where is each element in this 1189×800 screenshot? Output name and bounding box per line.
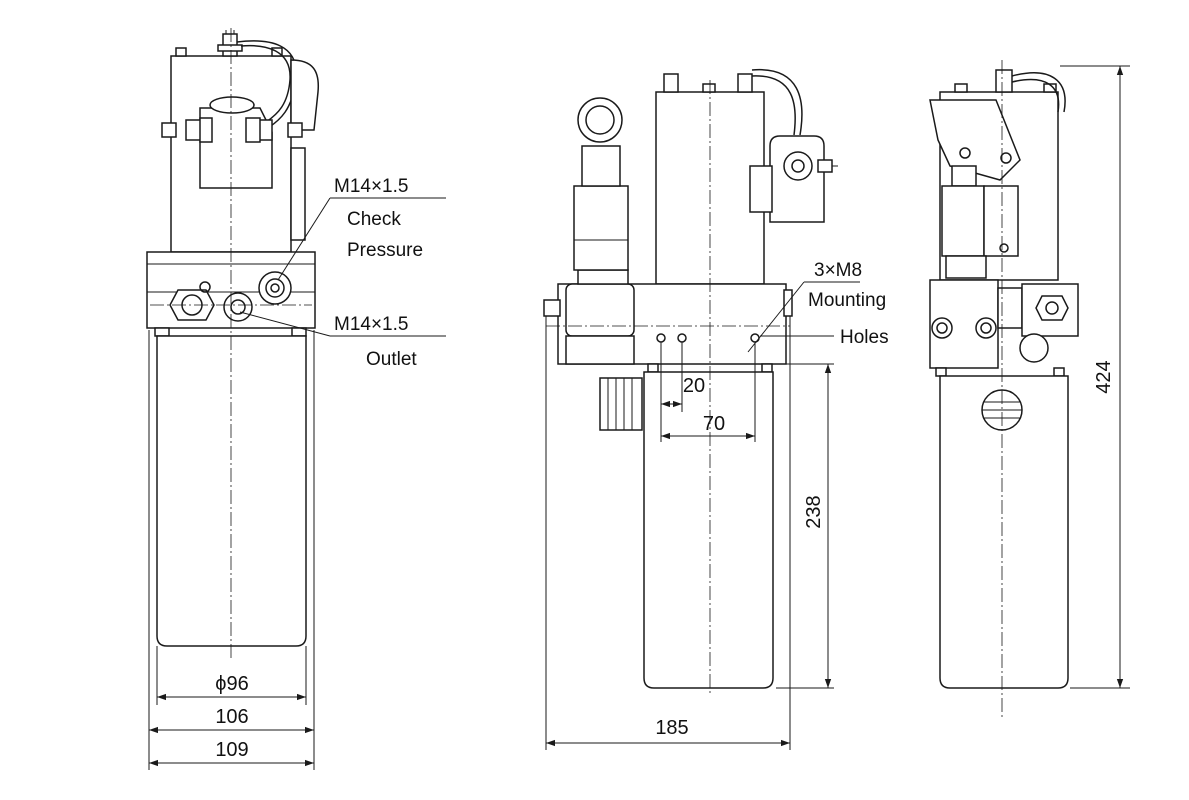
side-view (543, 69, 838, 696)
mount-label-line1: Mounting (808, 290, 886, 311)
side-filler-cap (599, 377, 643, 431)
mounting-holes-callout: 3×M8 Mounting Holes (747, 260, 889, 353)
mount-thread-label: 3×M8 (814, 260, 862, 281)
front-solenoid (161, 96, 303, 189)
outlet-callout: M14×1.5 Outlet (239, 311, 446, 370)
dim-base-width: 109 (215, 739, 248, 761)
outlet-thread-label: M14×1.5 (334, 314, 408, 335)
dim-overall-height: 424 (1093, 360, 1115, 393)
dim-overall-width: 185 (655, 717, 688, 739)
front-top-terminal (217, 30, 243, 57)
side-release-valve (565, 97, 635, 365)
side-dimensions: 20 70 238 185 (545, 316, 834, 750)
rear-view (929, 60, 1079, 720)
front-view (146, 28, 320, 660)
check-label-line1: Check (347, 209, 401, 230)
rear-release-valve (941, 165, 1019, 279)
rear-valve-block (929, 279, 999, 369)
side-solenoid (749, 135, 838, 223)
outlet-label: Outlet (366, 349, 417, 370)
rear-handle-bracket (929, 99, 1021, 181)
dim-tank-height: 238 (803, 495, 825, 528)
dim-hole-spacing-small: 20 (683, 375, 705, 397)
dim-tank-diameter: ϕ96 (215, 673, 248, 695)
check-pressure-callout: M14×1.5 Check Pressure (277, 176, 446, 281)
mount-label-line2: Holes (840, 327, 889, 348)
dim-tank-width: 106 (215, 706, 248, 728)
front-check-pressure-port (258, 271, 292, 305)
rear-dimensions: 424 (1060, 65, 1130, 689)
rear-tank (939, 375, 1069, 689)
check-thread-label: M14×1.5 (334, 176, 408, 197)
check-label-line2: Pressure (347, 240, 423, 261)
side-wire (751, 69, 803, 136)
front-tank (156, 335, 307, 647)
front-center-port (223, 292, 253, 322)
dim-hole-spacing-large: 70 (703, 413, 725, 435)
side-tank (643, 371, 774, 689)
rear-wire (1011, 72, 1066, 113)
front-dimensions: ϕ96 106 109 (148, 330, 315, 770)
